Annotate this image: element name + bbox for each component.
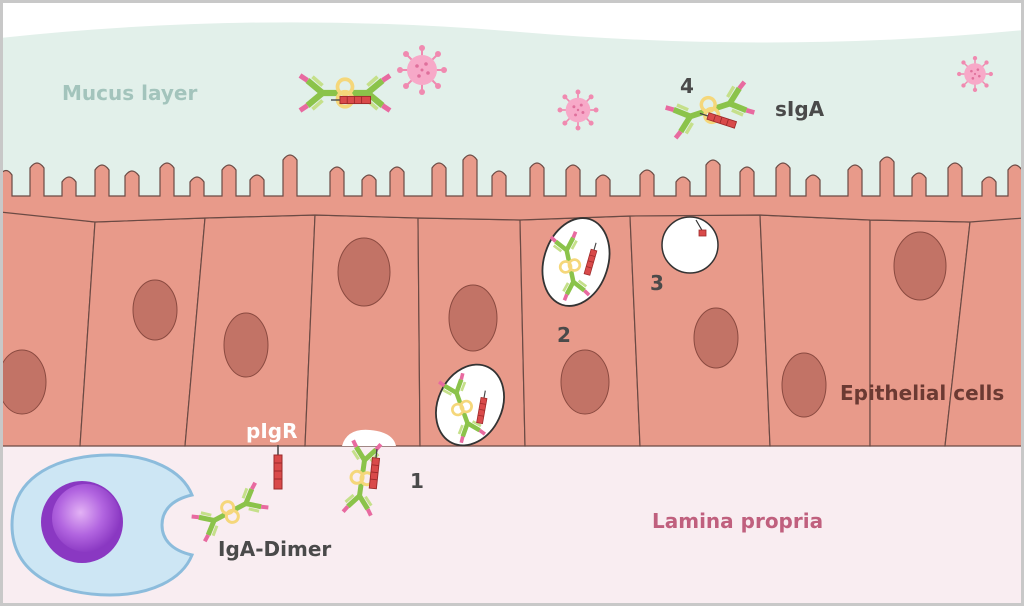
virus-particle [956, 55, 994, 93]
siga-label: sIgA [775, 97, 825, 121]
step-2-label: 2 [557, 323, 571, 347]
nucleus [893, 231, 947, 301]
plasma-cell [10, 453, 195, 597]
virus-particle [396, 44, 448, 96]
iga-dimer-label: IgA-Dimer [218, 537, 331, 561]
epithelial-cells-label: Epithelial cells [840, 381, 1004, 405]
step-4-label: 4 [680, 74, 694, 98]
transcytosis-vesicle-upper [541, 217, 611, 307]
transcytosis-vesicle-lower [435, 363, 505, 447]
microvilli-border [0, 154, 1024, 223]
virus-particle [556, 88, 600, 132]
mucus-layer-label: Mucus layer [62, 81, 197, 105]
nucleus [337, 237, 391, 307]
nucleus [0, 349, 47, 415]
nucleus [132, 279, 178, 341]
pigr-label: pIgR [246, 419, 297, 443]
apical-exocytic-vesicle [661, 216, 719, 274]
nucleus [693, 307, 739, 369]
step-3-label: 3 [650, 271, 664, 295]
nucleus [448, 284, 498, 352]
lamina-propria-label: Lamina propria [652, 509, 823, 533]
nucleus [781, 352, 827, 418]
nucleus [560, 349, 610, 415]
step-1-label: 1 [410, 469, 424, 493]
nucleus [223, 312, 269, 378]
nuclei [0, 231, 947, 418]
